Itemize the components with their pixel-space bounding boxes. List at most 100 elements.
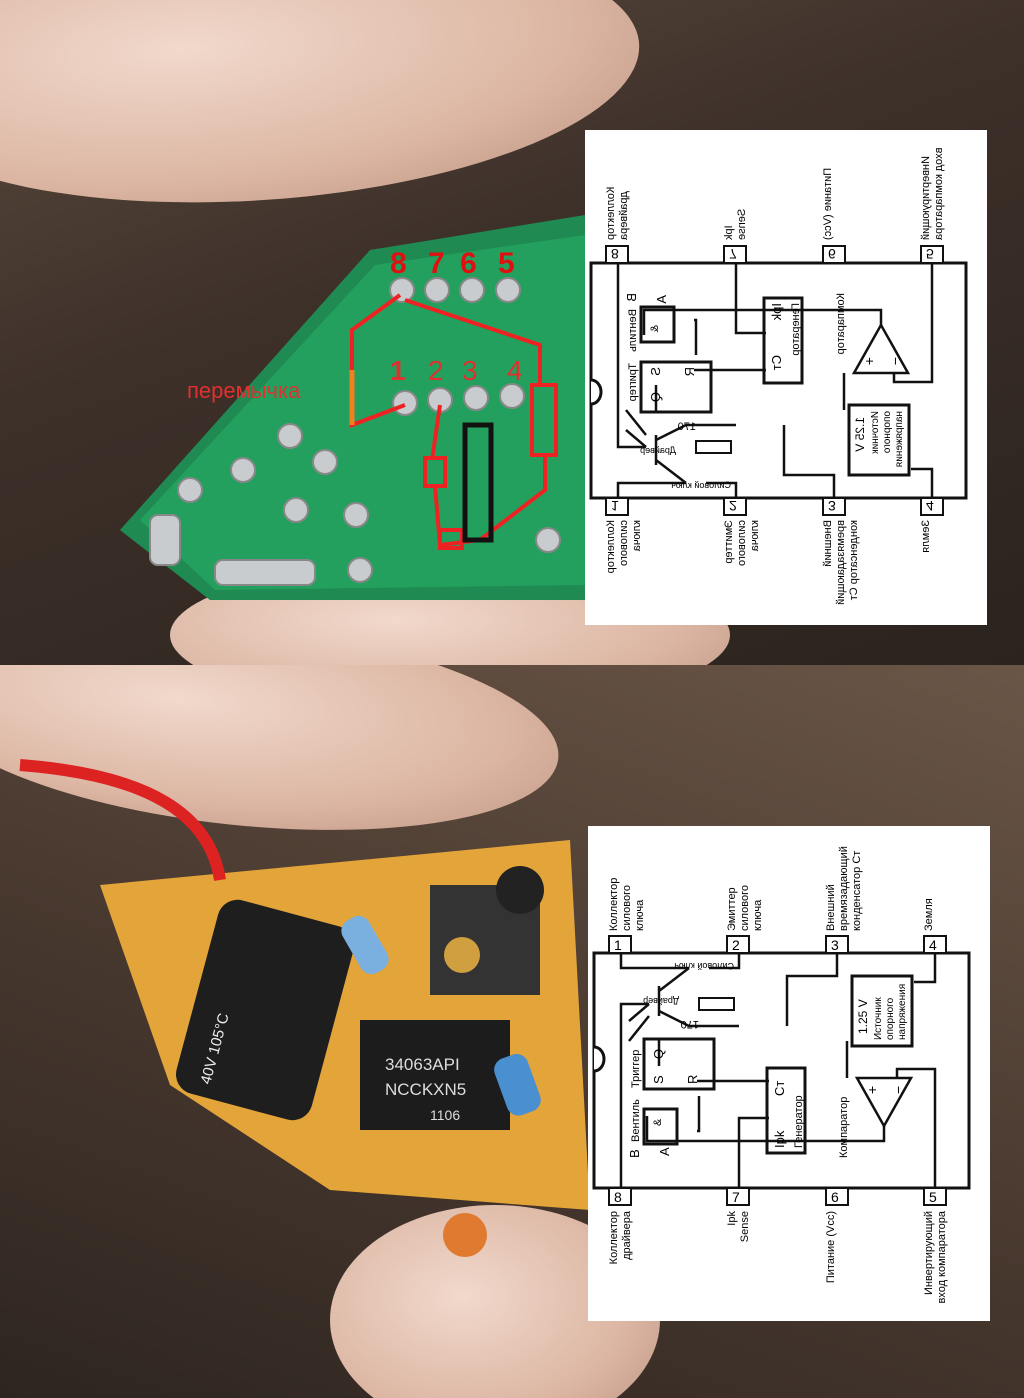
pin-label-p8: драйвера [621,1210,633,1260]
ipk-label: Ipk [772,1130,787,1148]
comparator-minus: − [890,1086,906,1094]
pin-label-p2: Эмиттер [726,887,738,931]
wire-w1 [616,481,686,498]
ref-label: напряжения [897,984,908,1040]
resistor [695,440,732,454]
pin-label-p7: Sense [739,1211,751,1242]
wire-w7 [737,1116,769,1188]
pin-number-p7: 7 [729,246,737,262]
pin-number-p7: 7 [732,1189,740,1205]
wire-w3 [782,425,836,498]
transistors [625,409,736,484]
ct-label: Cт [769,355,784,370]
trigger-pin-b: B [624,293,639,302]
pin-number-p1: 1 [614,937,622,953]
pin-label-p2: Эмиттер [723,520,735,564]
trigger-pin-q: Q [648,392,663,402]
pin-label-p1: ключа [634,899,646,931]
generator-label: Генератор [790,303,802,356]
pin-label-p2: ключа [749,520,761,552]
pin-label-p8: Коллектор [605,187,617,240]
pin-label-p1: силового [618,520,630,566]
comparator-plus: + [864,1086,880,1094]
pin-number-p6: 6 [831,1189,839,1205]
ref-label: опорного [882,411,893,454]
reference-block [847,403,911,477]
chip-marking-line2: NCCKXN5 [385,1080,466,1099]
reference-block [850,974,914,1048]
trigger-pin-s: S [648,367,663,376]
ct-label: Cт [772,1081,787,1096]
pin-number-8: 8 [390,247,407,280]
power-switch-label: Силовой ключ [674,961,734,971]
transistors [628,967,739,1042]
pin-number-p4: 4 [929,937,937,953]
power-switch-label: Силовой ключ [671,480,731,490]
chip-marking-line3: 1106 [430,1107,460,1123]
pin-number-3: 3 [462,355,478,386]
resistor-value: 170 [678,421,696,433]
driver-label: Драйвер [640,445,676,455]
chip-notch [593,1045,606,1073]
pin-number-p6: 6 [828,246,836,262]
pin-label-p3: Внешний [822,520,834,567]
wire-w8 [616,263,646,449]
pin-box-p6 [822,245,846,264]
pin-label-p5: вход компаратора [933,147,945,240]
pin-number-4: 4 [507,355,523,386]
comparator-label: Компаратор [838,1097,850,1158]
pin-label-p4: Земля [920,520,932,553]
pin-label-p3: конденсатор Cт [848,520,860,600]
wire-w3 [785,953,839,1026]
comparator-plus: + [861,357,877,365]
wire-w2 [706,481,738,498]
pin-label-p3: времязадающий [835,520,847,605]
generator-label: Генератор [793,1095,805,1148]
wire-wr [697,1096,701,1133]
wire-w5 [892,263,934,384]
pin-label-p7: Sense [736,209,748,240]
trigger-label: Триггер [630,1050,642,1088]
wire-w7 [734,263,766,335]
comparator-symbol [851,322,911,375]
trigger-label: Триггер [627,363,639,401]
chip-marking-line1: 34063API [385,1055,460,1074]
pcb-annotations: 8 7 6 5 1 2 3 4 перемычка [120,215,585,600]
pin-label-p2: силового [739,885,751,931]
pin-label-p8: драйвера [618,191,630,241]
wire-w4 [914,953,937,984]
pin-label-p5: вход компаратора [936,1210,948,1303]
pin-label-p7: Ipk [723,225,735,240]
wire-w5 [895,1067,937,1188]
pin-label-p4: Земля [923,898,935,931]
pin-label-p6: Питание (Vcc) [825,1211,837,1283]
wire-wr [694,318,698,355]
pin-number-p5: 5 [926,246,934,262]
ref-label: Источник [873,997,884,1040]
pin-number-p2: 2 [729,498,737,514]
pin-label-p2: силового [736,520,748,566]
gate-block [639,305,676,344]
pin-box-p6 [825,1187,849,1206]
generator-block [765,1066,807,1155]
trigger-block [639,360,713,414]
wire-w2 [709,953,741,970]
trigger-pin-a: A [654,295,669,304]
pin-label-p3: Внешний [825,884,837,931]
pin-number-p4: 4 [926,498,934,514]
gate-label: Вентиль [630,1099,642,1142]
pin-label-p8: Коллектор [608,1211,620,1264]
ref-voltage: 1.25 V [856,999,870,1034]
pin-number-p8: 8 [611,246,619,262]
jumper-label: перемычка [187,378,301,403]
pin-number-p3: 3 [828,498,836,514]
pin-number-7: 7 [428,247,445,280]
pin-label-p7: Ipk [726,1211,738,1226]
wire-w1 [619,953,689,970]
trigger-pin-b: B [627,1149,642,1158]
gate-and-symbol: & [649,325,661,333]
pin-number-1: 1 [390,355,406,386]
pin-number-p8: 8 [614,1189,622,1205]
ref-voltage: 1.25 V [853,417,867,452]
